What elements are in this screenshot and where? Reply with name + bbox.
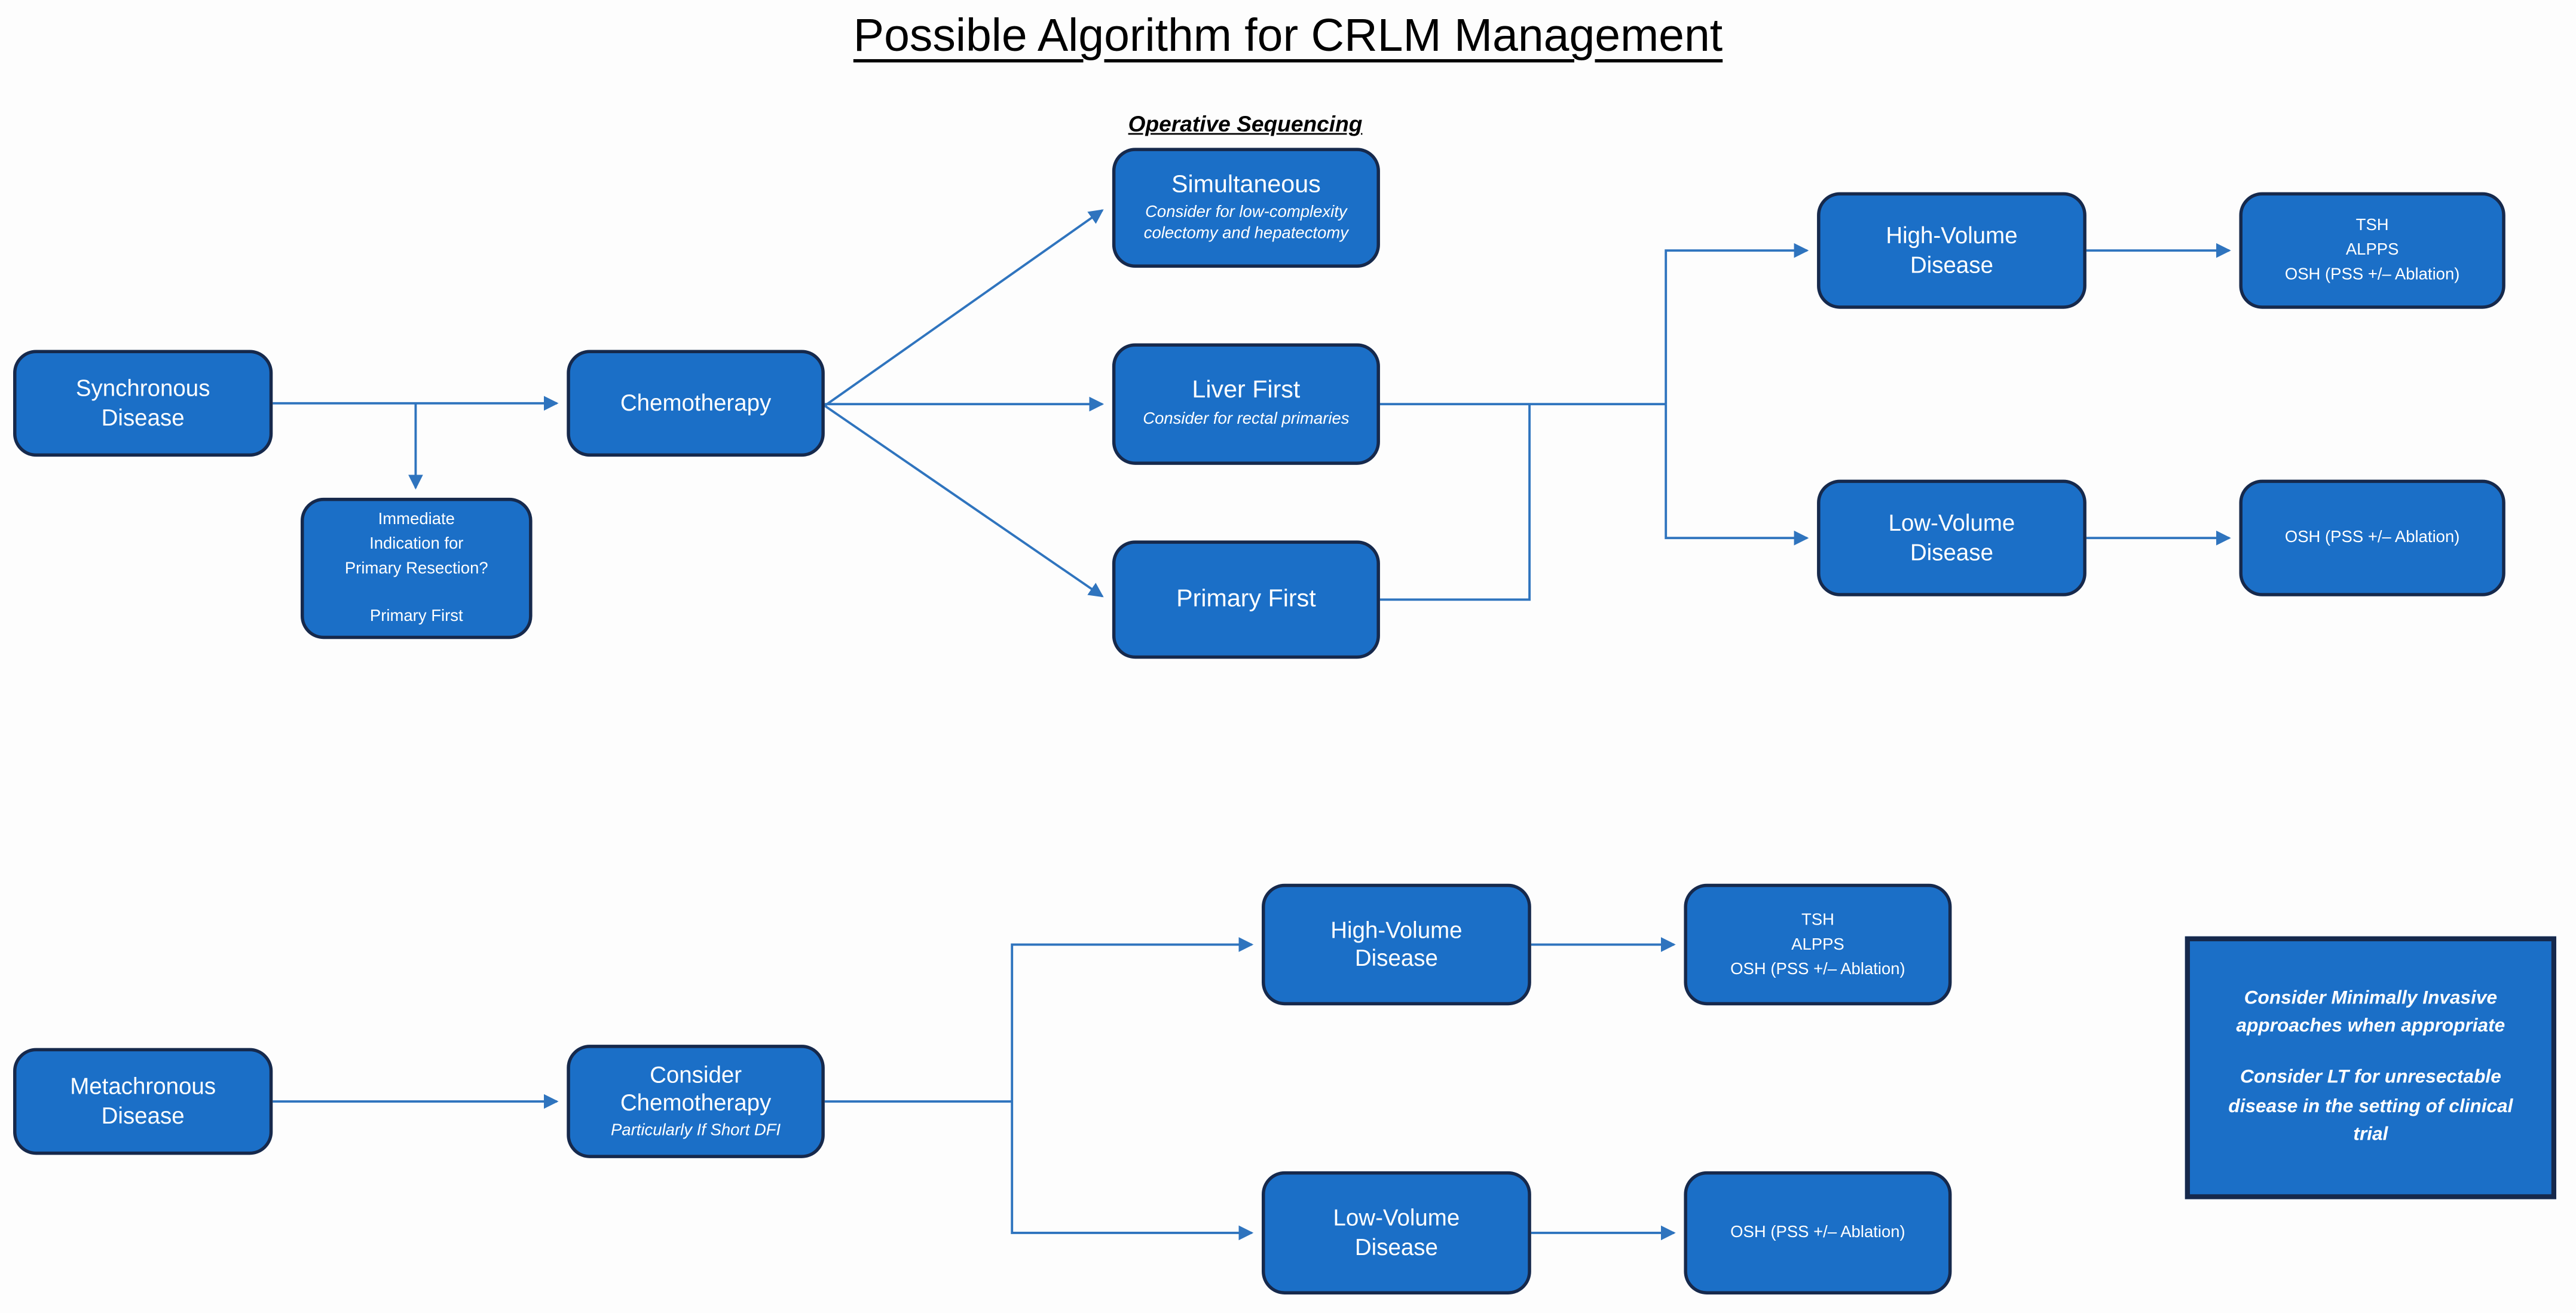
node-label: Metachronous Disease: [70, 1072, 216, 1128]
node-answer: Primary First: [369, 608, 463, 626]
node-chemotherapy: Chemotherapy: [567, 350, 825, 457]
node-line: Immediate: [378, 510, 455, 530]
node-low-volume-disease-bottom: Low-Volume Disease: [1262, 1171, 1531, 1294]
node-high-volume-disease-bottom: High-Volume Disease: [1262, 883, 1531, 1006]
node-line: OSH (PSS +/– Ablation): [2284, 266, 2460, 284]
node-synchronous-disease: Synchronous Disease: [13, 350, 273, 457]
node-high-volume-disease-top: High-Volume Disease: [1817, 192, 2087, 309]
note-paragraph: Consider LT for unresectable disease in …: [2228, 1068, 2513, 1145]
node-tsh-alpps-osh-bottom: TSH ALPPS OSH (PSS +/– Ablation): [1684, 883, 1952, 1006]
node-subtitle: Particularly If Short DFI: [611, 1121, 781, 1140]
operative-sequencing-label: Operative Sequencing: [1128, 111, 1363, 137]
node-simultaneous: Simultaneous Consider for low-complexity…: [1112, 148, 1380, 268]
node-line: ALPPS: [2345, 241, 2399, 260]
node-tsh-alpps-osh-top: TSH ALPPS OSH (PSS +/– Ablation): [2239, 192, 2505, 309]
node-immediate-indication: Immediate Indication for Primary Resecti…: [301, 497, 533, 639]
node-label: Low-Volume Disease: [1333, 1204, 1460, 1259]
node-line: Indication for: [369, 535, 464, 554]
node-label: Chemotherapy: [620, 388, 772, 415]
node-liver-first: Liver First Consider for rectal primarie…: [1112, 343, 1380, 465]
node-label: Synchronous Disease: [75, 374, 210, 430]
node-label: Primary First: [1176, 584, 1316, 613]
node-low-volume-disease-top: Low-Volume Disease: [1817, 479, 2087, 596]
note-paragraph: Consider Minimally Invasive approaches w…: [2236, 988, 2505, 1037]
node-subtitle: Consider for rectal primaries: [1143, 411, 1350, 429]
node-line: TSH: [1801, 911, 1834, 929]
node-label: Low-Volume Disease: [1888, 509, 2015, 565]
node-label: OSH (PSS +/– Ablation): [1730, 1223, 1905, 1242]
node-label: Simultaneous: [1171, 170, 1321, 198]
node-line: Primary Resection?: [344, 560, 488, 579]
node-label: OSH (PSS +/– Ablation): [2284, 529, 2460, 547]
note-box: Consider Minimally Invasive approaches w…: [2185, 936, 2557, 1199]
node-metachronous-disease: Metachronous Disease: [13, 1048, 273, 1155]
node-osh-top: OSH (PSS +/– Ablation): [2239, 479, 2505, 596]
node-line: OSH (PSS +/– Ablation): [1730, 960, 1905, 978]
node-consider-chemotherapy: Consider Chemotherapy Particularly If Sh…: [567, 1045, 825, 1158]
node-line: ALPPS: [1791, 935, 1844, 954]
node-subtitle: Consider for low-complexity colectomy an…: [1143, 204, 1349, 243]
page-title: Possible Algorithm for CRLM Management: [853, 10, 1723, 61]
node-label: High-Volume Disease: [1886, 222, 2018, 277]
node-primary-first: Primary First: [1112, 540, 1380, 659]
node-label: Consider Chemotherapy: [620, 1060, 772, 1116]
node-osh-bottom: OSH (PSS +/– Ablation): [1684, 1171, 1952, 1294]
node-line: TSH: [2355, 216, 2389, 235]
node-label: Liver First: [1192, 377, 1301, 405]
connector-group: [273, 209, 2231, 1241]
node-label: High-Volume Disease: [1330, 916, 1463, 971]
